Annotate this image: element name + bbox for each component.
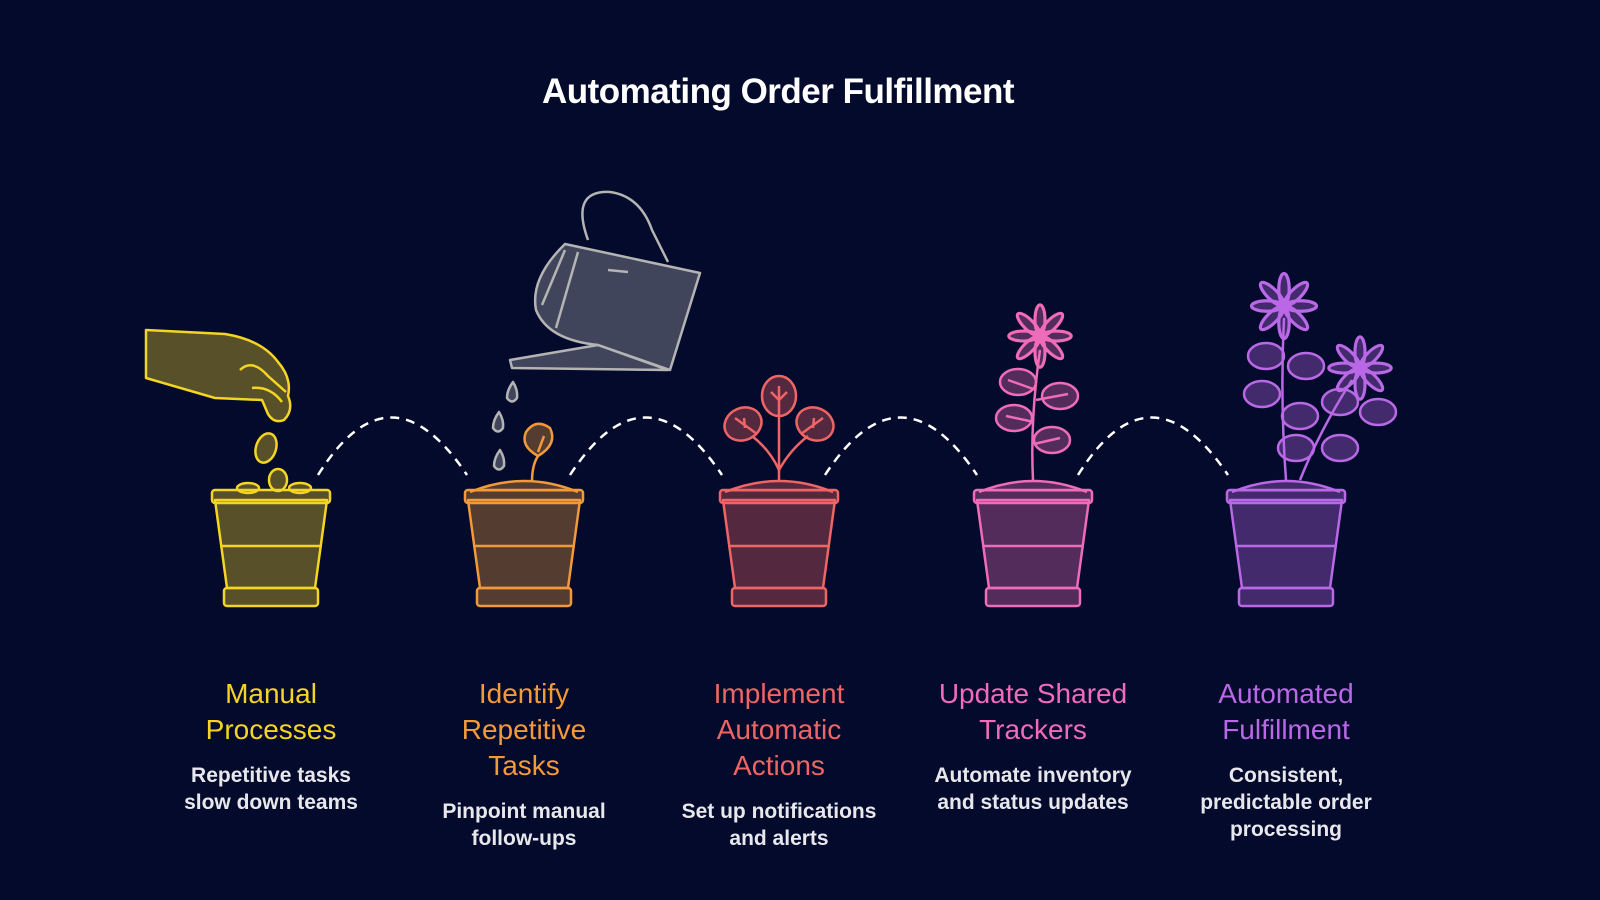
stage-description: Pinpoint manual follow-ups: [442, 800, 606, 850]
sprout-pot-icon: [463, 422, 585, 608]
watering-can-icon: [491, 190, 702, 471]
stage-2: Identify Repetitive Tasks Pinpoint manua…: [404, 676, 644, 852]
connector-arc-1: [316, 416, 469, 476]
connector-arc-2: [568, 416, 724, 476]
seed-icon: [235, 481, 261, 495]
stage-description: Set up notifications and alerts: [681, 800, 877, 850]
hand-icon: [144, 328, 292, 423]
pot-1: [210, 488, 332, 608]
seedling-pot-icon: [718, 374, 840, 608]
seed-icon: [287, 481, 313, 495]
connectors: [316, 416, 1230, 476]
diagram-title: Automating Order Fulfillment: [541, 72, 1015, 111]
flowering-plant-pot-icon: [972, 303, 1094, 608]
connector-arc-4: [1076, 416, 1230, 476]
seed-icon: [254, 432, 278, 464]
stage-description: Automate inventory and status updates: [934, 764, 1132, 814]
pot-2: [463, 479, 585, 608]
stage-title: Update Shared Trackers: [938, 678, 1128, 745]
stage-title: Identify Repetitive Tasks: [461, 678, 587, 781]
pot-3: [718, 479, 840, 608]
stage-title: Manual Processes: [205, 678, 337, 745]
stage-1: Manual Processes Repetitive tasks slow d…: [151, 676, 391, 816]
stage-5: Automated Fulfillment Consistent, predic…: [1166, 676, 1406, 843]
seed-icon: [267, 467, 289, 493]
connector-arc-3: [823, 416, 979, 476]
hand-dropping-seeds-pot-icon: [144, 328, 332, 608]
stage-3: Implement Automatic Actions Set up notif…: [659, 676, 899, 852]
stage-title: Implement Automatic Actions: [713, 678, 845, 781]
stage-description: Repetitive tasks slow down teams: [184, 764, 358, 814]
full-bloom-pot-icon: [1225, 271, 1398, 608]
pot-4: [972, 479, 1094, 608]
pot-5: [1225, 479, 1347, 608]
stage-title: Automated Fulfillment: [1218, 678, 1354, 745]
stage-description: Consistent, predictable order processing: [1200, 764, 1372, 841]
stage-4: Update Shared Trackers Automate inventor…: [913, 676, 1153, 816]
